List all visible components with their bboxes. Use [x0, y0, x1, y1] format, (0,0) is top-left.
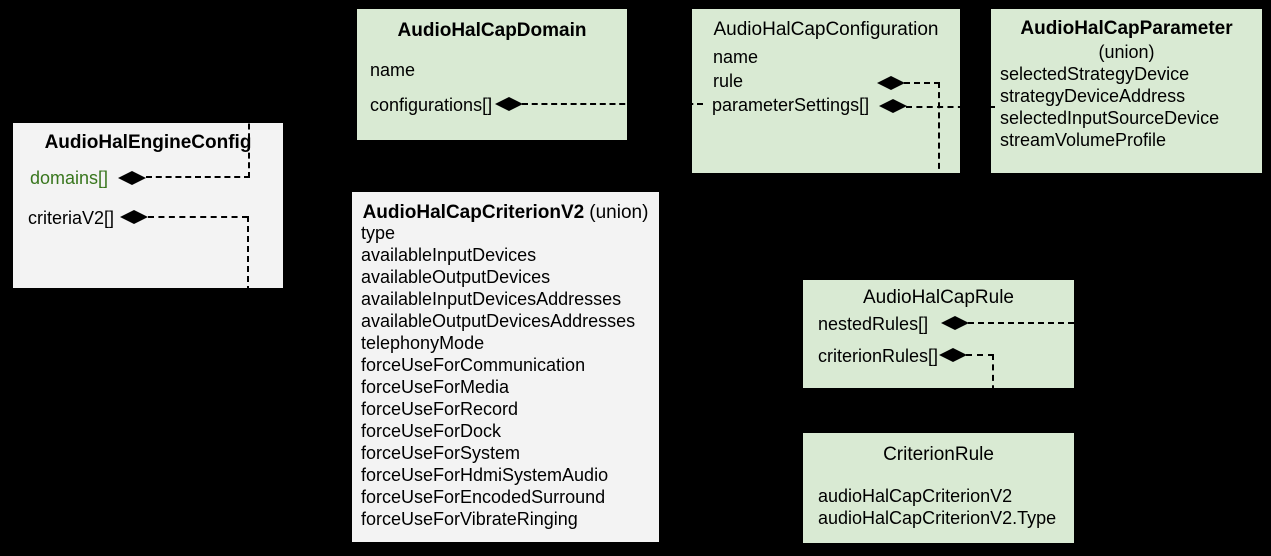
field-force-use-for-hdmi-system-audio: forceUseForHdmiSystemAudio: [361, 465, 609, 485]
class-subtitle-cap-parameter: (union): [1098, 42, 1155, 62]
field-force-use-for-communication: forceUseForCommunication: [361, 355, 586, 375]
aggregation-diamond-icon: [879, 99, 907, 113]
field-audio-hal-cap-criterion-v2-type: audioHalCapCriterionV2.Type: [818, 508, 1057, 528]
field-rule: rule: [713, 71, 744, 91]
class-box-cap-criterion-v2: AudioHalCapCriterionV2(union) type avail…: [352, 192, 659, 542]
class-box-cap-configuration: AudioHalCapConfiguration name rule param…: [692, 9, 960, 173]
connector-rule-h: [904, 82, 940, 84]
connector-criteria-v: [247, 216, 249, 302]
field-criteria-v2: criteriaV2[]: [28, 208, 115, 228]
class-title-text: AudioHalCapCriterionV2: [362, 202, 585, 223]
field-type: type: [361, 223, 396, 243]
class-box-cap-parameter: AudioHalCapParameter (union) selectedStr…: [991, 9, 1262, 173]
field-nested-rules: nestedRules[]: [818, 314, 929, 334]
connector-criteria-h2: [247, 300, 352, 302]
aggregation-diamond-icon: [120, 210, 148, 224]
field-telephony-mode: telephonyMode: [361, 333, 485, 353]
field-criterion-rules: criterionRules[]: [818, 346, 939, 366]
field-name: name: [370, 60, 416, 80]
class-box-engine-config: AudioHalEngineConfig domains[] criteriaV…: [13, 123, 283, 288]
class-title-engine-config: AudioHalEngineConfig: [44, 132, 252, 153]
field-strategy-device-address: strategyDeviceAddress: [1000, 86, 1186, 106]
connector-domains-h: [146, 176, 250, 178]
class-title-cap-configuration: AudioHalCapConfiguration: [713, 19, 939, 40]
field-stream-volume-profile: streamVolumeProfile: [1000, 130, 1167, 150]
connector-criterion-rules-h: [966, 354, 994, 356]
field-available-output-devices: availableOutputDevices: [361, 267, 551, 287]
field-selected-input-source-device: selectedInputSourceDevice: [1000, 108, 1220, 128]
class-title-union-suffix: (union): [589, 202, 649, 223]
connector-domains-h2: [248, 75, 357, 77]
field-available-input-devices-addresses: availableInputDevicesAddresses: [361, 289, 622, 309]
class-title-cap-criterion-v2: AudioHalCapCriterionV2(union): [352, 202, 659, 224]
class-title-cap-parameter: AudioHalCapParameter: [1020, 18, 1233, 39]
aggregation-diamond-icon: [941, 316, 969, 330]
field-force-use-for-media: forceUseForMedia: [361, 377, 510, 397]
field-configurations: configurations[]: [370, 95, 493, 115]
class-box-criterion-rule: CriterionRule audioHalCapCriterionV2 aud…: [803, 433, 1074, 543]
class-title-cap-domain: AudioHalCapDomain: [397, 20, 587, 41]
field-force-use-for-encoded-surround: forceUseForEncodedSurround: [361, 487, 606, 507]
aggregation-diamond-icon: [495, 97, 523, 111]
connector-rule-v: [938, 82, 940, 280]
field-force-use-for-record: forceUseForRecord: [361, 399, 519, 419]
field-domains: domains[]: [30, 168, 109, 188]
field-audio-hal-cap-criterion-v2: audioHalCapCriterionV2: [818, 486, 1013, 506]
class-box-cap-domain: AudioHalCapDomain name configurations[]: [357, 9, 627, 140]
field-parameter-settings: parameterSettings[]: [712, 95, 870, 115]
connector-parameter-settings-h: [906, 106, 995, 108]
field-force-use-for-dock: forceUseForDock: [361, 421, 502, 441]
class-title-cap-rule: AudioHalCapRule: [862, 287, 1015, 308]
connector-domains-v: [248, 75, 250, 178]
connector-criterion-rules-v: [992, 354, 994, 433]
aggregation-diamond-icon: [939, 348, 967, 362]
aggregation-diamond-icon: [118, 171, 146, 185]
field-selected-strategy-device: selectedStrategyDevice: [1000, 64, 1190, 84]
connector-configurations-h: [522, 103, 703, 105]
field-available-input-devices: availableInputDevices: [361, 245, 537, 265]
field-available-output-devices-addresses: availableOutputDevicesAddresses: [361, 311, 636, 331]
field-name: name: [713, 47, 759, 67]
connector-criteria-h: [148, 216, 248, 218]
aggregation-diamond-icon: [877, 76, 905, 90]
class-title-criterion-rule: CriterionRule: [883, 444, 994, 465]
connector-nested-rules-h: [968, 322, 1074, 324]
class-box-cap-rule: AudioHalCapRule nestedRules[] criterionR…: [803, 280, 1074, 388]
field-force-use-for-vibrate-ringing: forceUseForVibrateRinging: [361, 509, 578, 529]
field-force-use-for-system: forceUseForSystem: [361, 443, 521, 463]
